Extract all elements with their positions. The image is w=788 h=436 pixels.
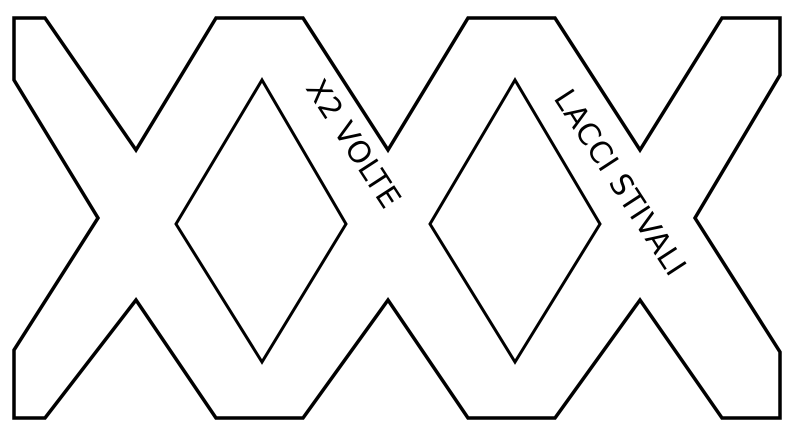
outer-lacing-outline	[14, 18, 780, 418]
